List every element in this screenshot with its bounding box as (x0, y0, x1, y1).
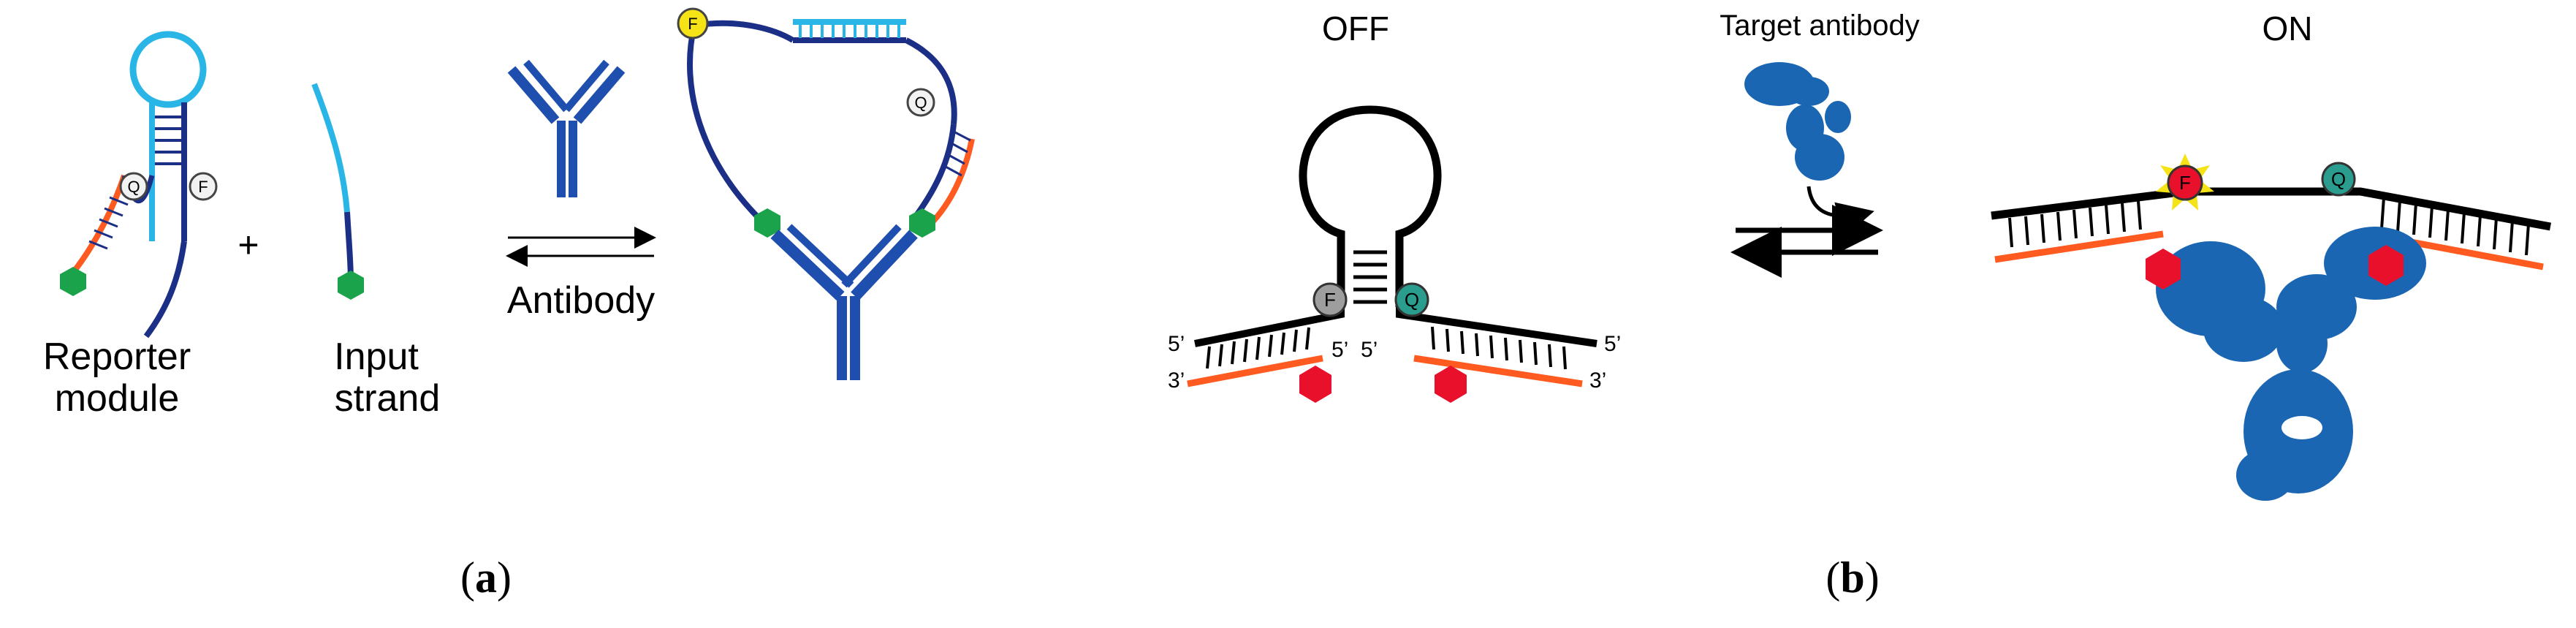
off-right-orange (1413, 355, 1583, 387)
on-protein-cavity (2281, 416, 2322, 439)
complex-quencher-icon (906, 88, 935, 117)
off-antigen-right-icon (1435, 366, 1467, 403)
complex-antigen-left-icon (754, 208, 780, 238)
reporter-label-line2: module (55, 377, 180, 420)
input-antigen-icon (338, 271, 364, 300)
on-fluorophore-label: F (2179, 172, 2191, 194)
reporter-quencher-label: Q (127, 178, 140, 196)
on-state: F Q (1991, 154, 2551, 501)
panel-b: OFF Target antibody ON (1168, 10, 2551, 602)
reporter-tail-dark (143, 241, 187, 338)
on-quencher-icon (2321, 162, 2356, 197)
on-left-rungs (2008, 200, 2142, 248)
panel-a: Q F Reporter module + Input strand Antib… (43, 7, 975, 602)
input-strand (311, 83, 364, 300)
complex-fluorophore-icon (677, 7, 709, 39)
reporter-fluorophore-icon (189, 172, 218, 201)
off-left-rungs (1206, 327, 1310, 369)
off-right-rungs (1431, 326, 1567, 370)
input-label-line1: Input (334, 336, 419, 378)
reporter-quencher-icon (119, 172, 148, 201)
off-left-orange (1187, 355, 1323, 387)
target-antibody-icon (1744, 62, 1851, 181)
off-label: OFF (1322, 10, 1389, 48)
on-antigen-left-icon (2146, 249, 2181, 290)
reporter-orange-arm (63, 174, 127, 284)
reporter-hairpin-loop (129, 31, 207, 108)
off-center-5prime-left: 5’ (1331, 338, 1348, 362)
reporter-label-line1: Reporter (43, 336, 191, 378)
plus-sign: + (238, 224, 259, 265)
on-left-orange (1994, 230, 2164, 263)
on-quencher-label: Q (2331, 168, 2346, 190)
complex-fluorophore-label: F (688, 15, 697, 33)
reporter-antigen-icon (60, 267, 86, 296)
off-quencher-label: Q (1405, 289, 1419, 311)
reporter-arm-rungs (88, 196, 129, 250)
complex-left-strand (687, 25, 762, 222)
on-antigen-right-icon (2368, 245, 2404, 286)
bound-complex: F Q (677, 7, 975, 380)
on-black-strand (1991, 187, 2551, 231)
reporter-stem-rungs (155, 116, 181, 165)
off-hairpin (1299, 105, 1442, 307)
complex-right-rungs (945, 130, 971, 177)
reporter-module: Q F (60, 31, 218, 338)
target-antibody-label: Target antibody (1720, 10, 1920, 42)
complex-top-rungs (799, 25, 900, 38)
off-fluorophore-label: F (1324, 289, 1336, 311)
off-stem-rungs (1353, 250, 1387, 304)
complex-top-dark-left (694, 20, 795, 43)
reporter-fluorophore-label: F (198, 178, 208, 196)
off-fluorophore-icon (1312, 282, 1348, 317)
off-right-black (1396, 307, 1597, 347)
antibody-arrow-label: Antibody (507, 279, 655, 322)
caption-b: (b) (1825, 553, 1879, 602)
complex-right-strand (911, 124, 957, 222)
off-antigen-left-icon (1299, 366, 1331, 403)
off-state: F Q 5’ 3’ 5’ 5’ 5’ 3’ (1168, 105, 1621, 403)
antibody-icon (507, 59, 626, 197)
complex-right-loop (905, 37, 957, 125)
input-label-line2: strand (335, 377, 441, 420)
off-right-3prime: 3’ (1589, 368, 1606, 393)
on-right-rungs (2380, 197, 2530, 256)
input-strand-light (311, 83, 350, 213)
off-quencher-icon (1394, 282, 1429, 317)
off-left-3prime: 3’ (1168, 368, 1185, 393)
off-center-5prime-right: 5’ (1361, 338, 1378, 362)
on-label: ON (2262, 10, 2313, 48)
complex-antigen-right-icon (909, 208, 935, 238)
caption-a: (a) (460, 553, 512, 602)
on-fluorophore-icon (2167, 164, 2203, 201)
complex-quencher-label: Q (914, 94, 927, 112)
off-right-5prime: 5’ (1604, 332, 1621, 356)
off-left-5prime: 5’ (1168, 332, 1185, 356)
binding-arrow (1806, 186, 1874, 238)
